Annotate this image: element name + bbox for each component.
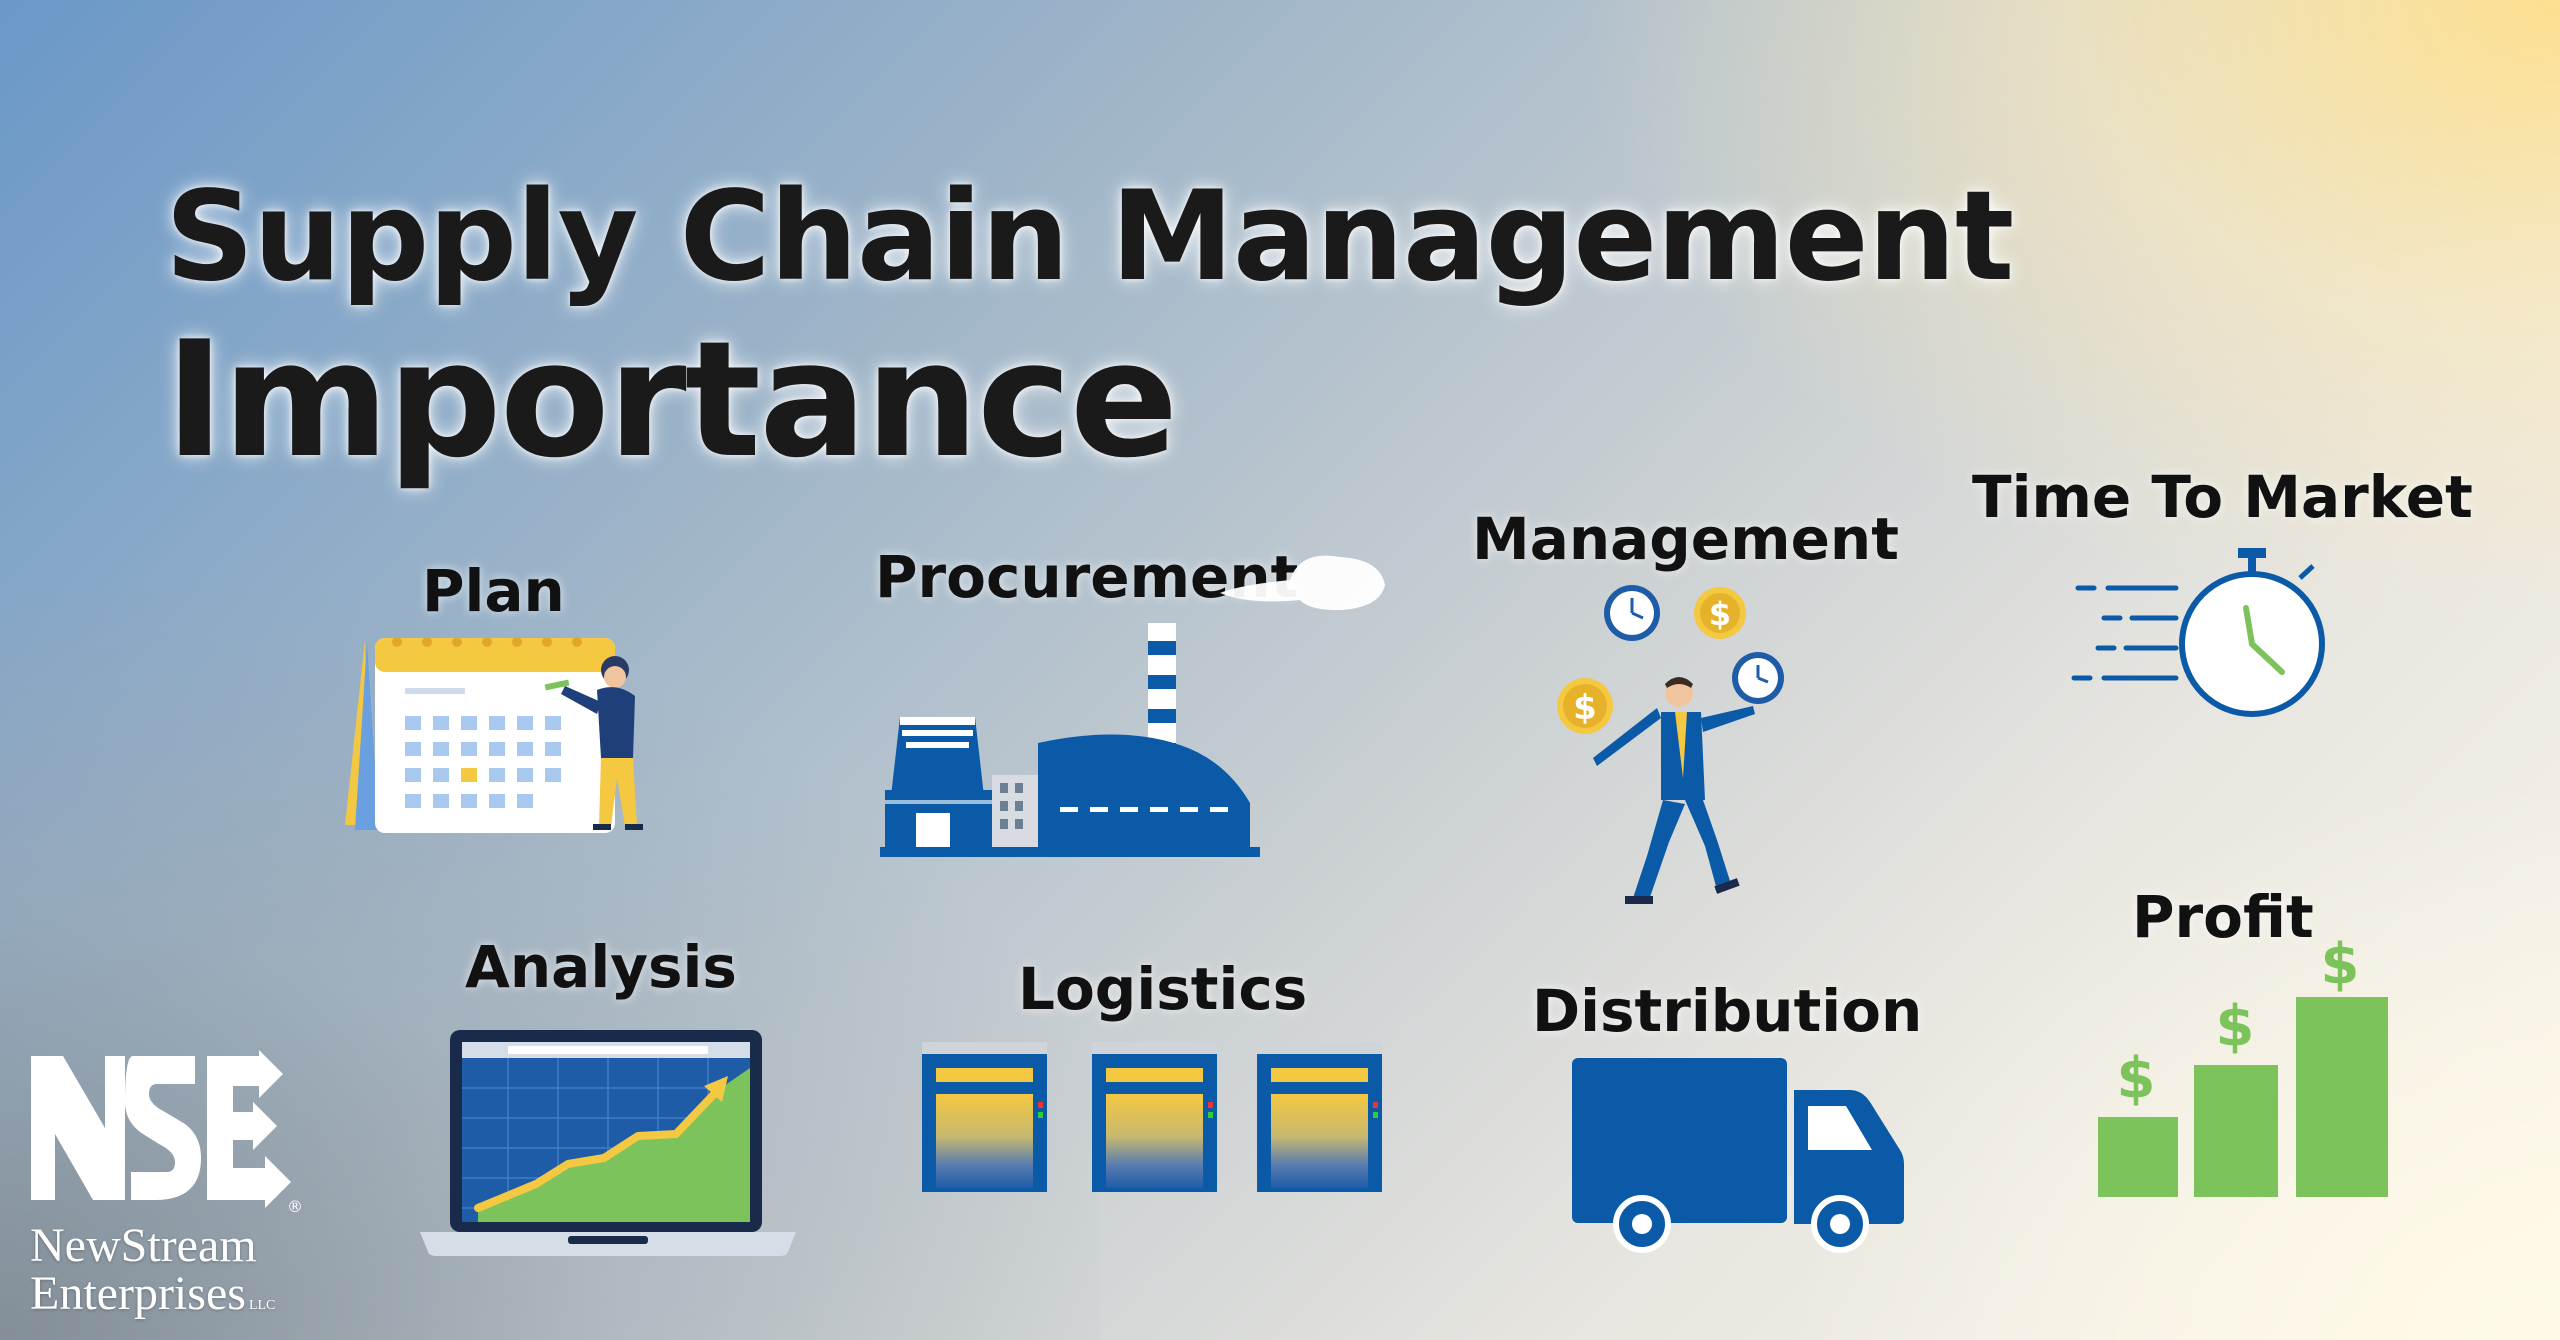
profit-label: Profit [2132,883,2314,951]
distribution-label: Distribution [1532,977,1923,1045]
dock-1 [922,1042,1047,1192]
time-to-market-label: Time To Market [1972,463,2473,531]
analysis-label: Analysis [465,933,737,1001]
svg-text:$: $ [2216,994,2255,1059]
brand-suffix: LLC [248,1298,276,1313]
clock-coin-2 [1732,652,1784,704]
svg-text:$: $ [2117,1046,2156,1111]
dollar-coin-1: $ [1694,587,1746,639]
logistics-label: Logistics [1018,955,1308,1023]
management-label: Management [1472,505,1899,573]
factory-icon [880,555,1385,857]
page-subtitle: Importance [165,306,1178,493]
svg-text:$: $ [1573,688,1597,728]
svg-text:$: $ [1709,595,1731,633]
laptop-growth-chart-icon [420,1030,796,1256]
warehouse-docks-icon [922,1042,1382,1192]
juggling-manager-icon: $ $ [1557,585,1784,904]
dock-3 [1257,1042,1382,1192]
delivery-truck-icon [1572,1058,1904,1253]
procurement-label: Procurement [875,543,1299,611]
newstream-logo-icon: ® [31,1050,303,1216]
calendar-planning-icon [345,637,643,833]
profit-bar-chart-icon: $ $ $ [2098,932,2388,1197]
clock-coin-1 [1604,585,1660,641]
svg-text:$: $ [2321,932,2360,997]
dollar-coin-2: $ [1557,678,1613,734]
dock-2 [1092,1042,1217,1192]
stopwatch-icon [2071,548,2325,717]
svg-text:®: ® [287,1197,303,1216]
page-title: Supply Chain Management [165,165,2014,309]
plan-label: Plan [422,557,565,625]
brand-name-line1: NewStream [30,1219,257,1272]
